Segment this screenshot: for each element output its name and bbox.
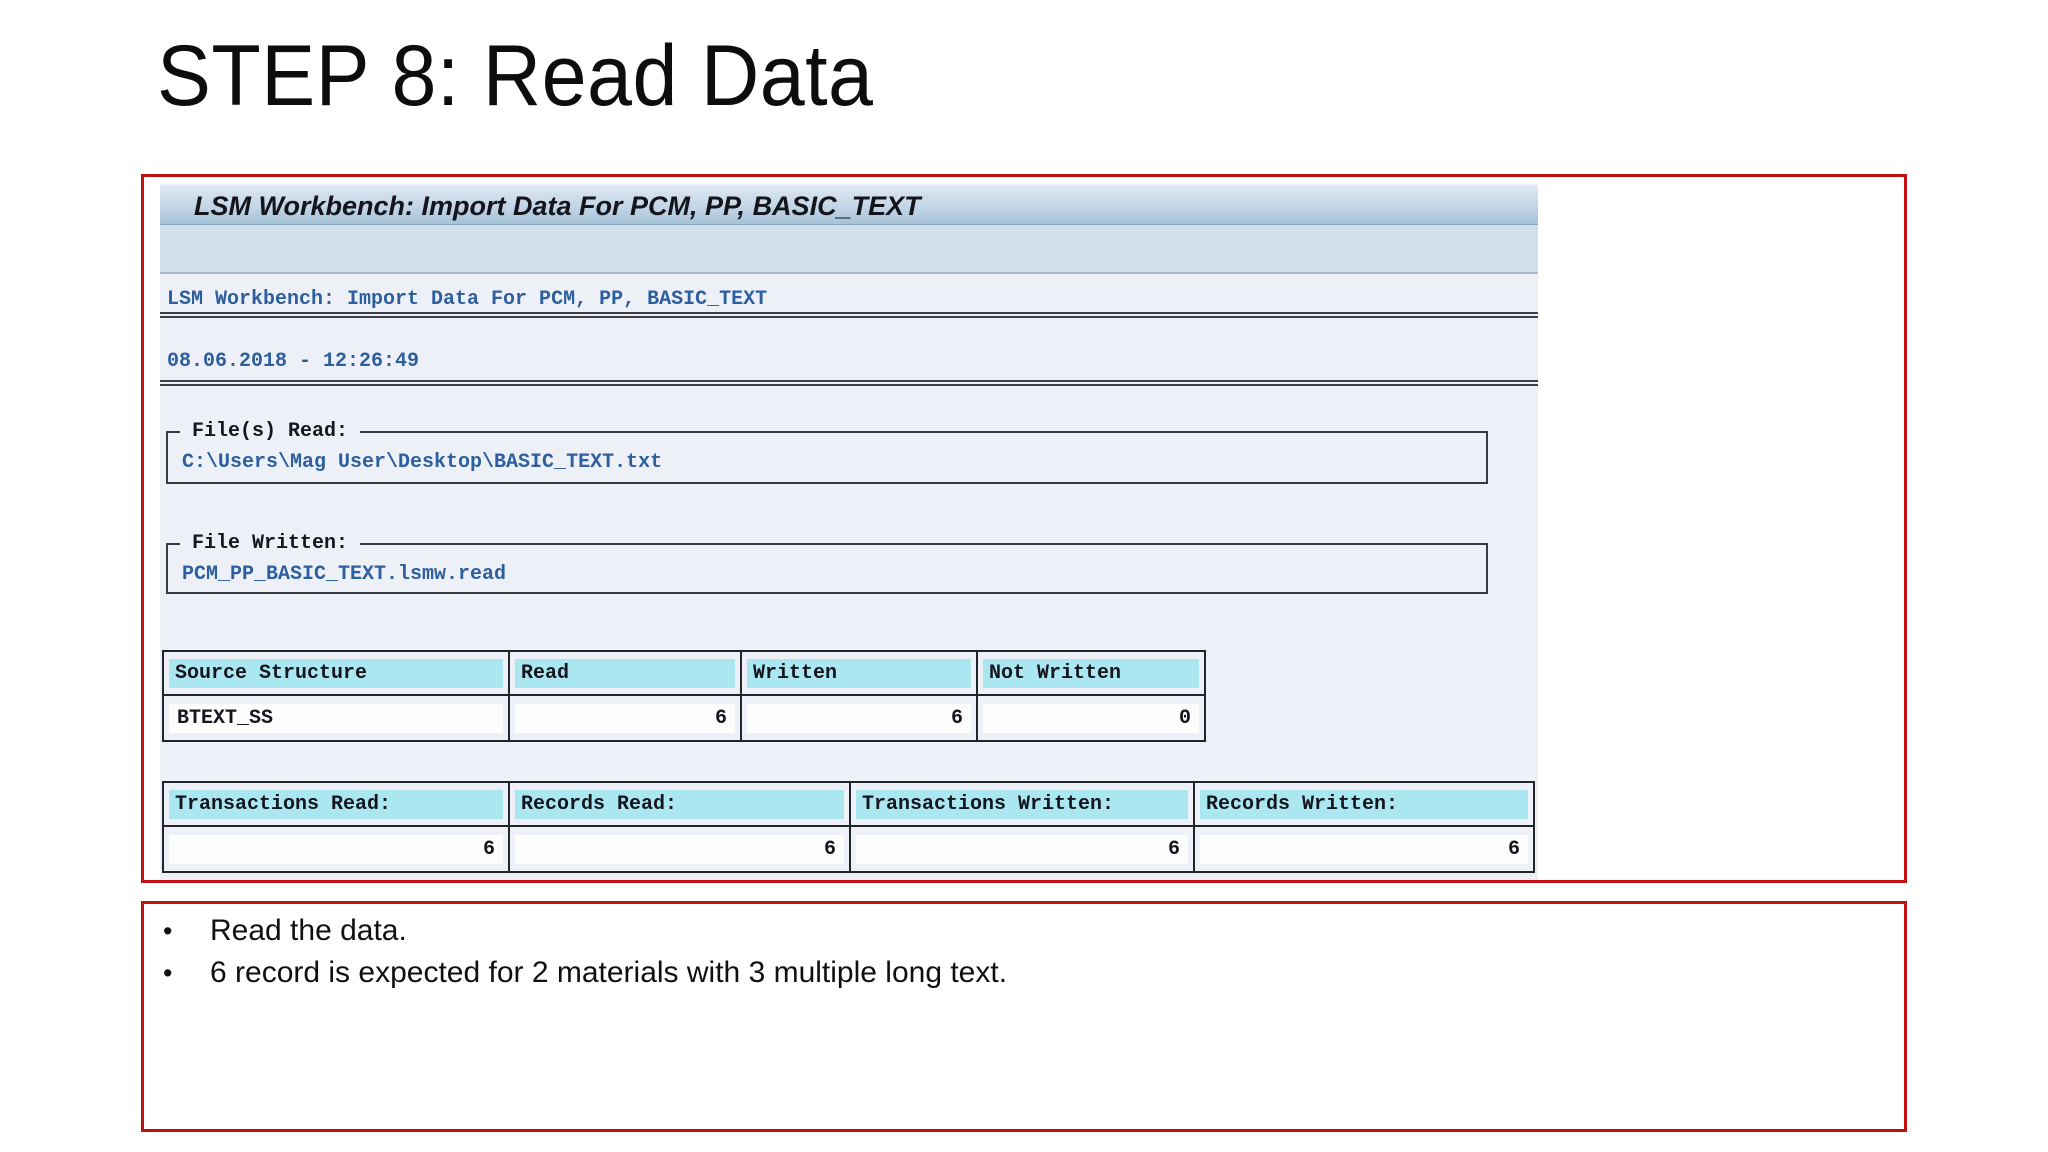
sap-window-titlebar: LSM Workbench: Import Data For PCM, PP, … [160, 184, 1538, 225]
file-written-path: PCM_PP_BASIC_TEXT.lsmw.read [182, 563, 507, 586]
written-count-cell: 6 [740, 694, 978, 742]
read-count-cell: 6 [508, 694, 742, 742]
totals-table-header-row: Transactions Read: Records Read: Transac… [162, 781, 1535, 827]
column-header: Written [740, 650, 978, 696]
separator-rule [160, 312, 1538, 318]
column-header: Source Structure [162, 650, 510, 696]
column-header: Not Written [976, 650, 1206, 696]
report-timestamp: 08.06.2018 - 12:26:49 [167, 350, 420, 373]
files-read-path: C:\Users\Mag User\Desktop\BASIC_TEXT.txt [182, 451, 663, 474]
column-header: Records Read: [508, 781, 851, 827]
list-item: 6 record is expected for 2 materials wit… [163, 952, 1904, 994]
files-read-groupbox: File(s) Read: C:\Users\Mag User\Desktop\… [166, 420, 1488, 484]
records-read-cell: 6 [508, 825, 851, 873]
bullet-list: Read the data. 6 record is expected for … [144, 910, 1904, 994]
column-header: Transactions Read: [162, 781, 510, 827]
table-row: 6 6 6 6 [162, 825, 1535, 873]
column-header: Transactions Written: [849, 781, 1195, 827]
files-read-label: File(s) Read: [192, 420, 349, 443]
records-written-cell: 6 [1193, 825, 1535, 873]
column-header: Records Written: [1193, 781, 1535, 827]
sap-window-title: LSM Workbench: Import Data For PCM, PP, … [194, 191, 921, 221]
sap-window: LSM Workbench: Import Data For PCM, PP, … [160, 184, 1538, 880]
totals-table: Transactions Read: Records Read: Transac… [162, 781, 1535, 873]
transactions-read-cell: 6 [162, 825, 510, 873]
source-structure-cell: BTEXT_SS [162, 694, 510, 742]
file-written-groupbox: File Written: PCM_PP_BASIC_TEXT.lsmw.rea… [166, 532, 1488, 594]
structure-table-header-row: Source Structure Read Written Not Writte… [162, 650, 1206, 696]
transactions-written-cell: 6 [849, 825, 1195, 873]
notes-panel: Read the data. 6 record is expected for … [141, 901, 1907, 1132]
table-row: BTEXT_SS 6 6 0 [162, 694, 1206, 742]
file-written-label: File Written: [192, 532, 349, 555]
list-item: Read the data. [163, 910, 1904, 952]
sap-toolbar [160, 225, 1538, 274]
column-header: Read [508, 650, 742, 696]
not-written-count-cell: 0 [976, 694, 1206, 742]
page-title: STEP 8: Read Data [157, 28, 874, 124]
separator-rule [160, 380, 1538, 386]
report-title: LSM Workbench: Import Data For PCM, PP, … [167, 288, 768, 311]
structure-table: Source Structure Read Written Not Writte… [162, 650, 1206, 742]
